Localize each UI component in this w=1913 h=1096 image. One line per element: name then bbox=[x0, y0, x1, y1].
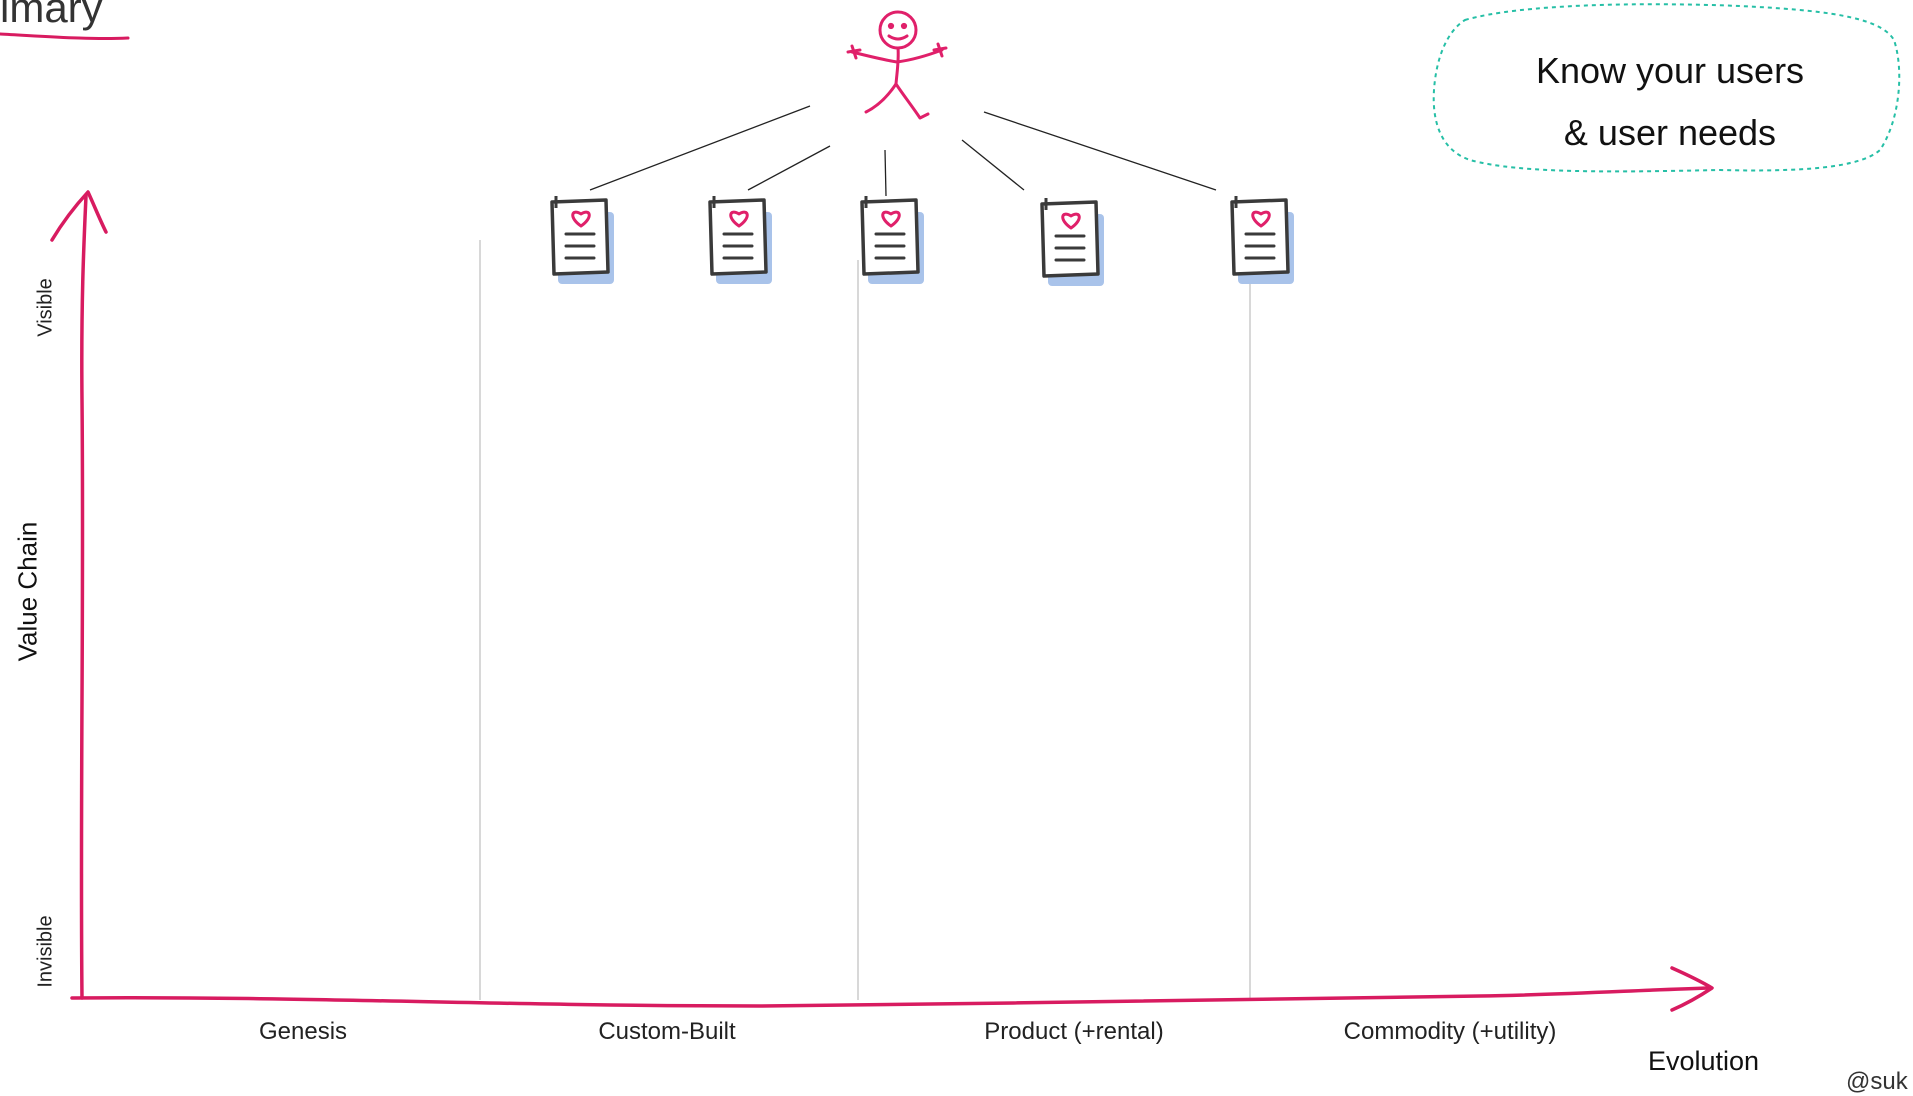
stage-label-custom-built: Custom-Built bbox=[598, 1018, 736, 1045]
user-need-card-icon bbox=[550, 196, 614, 284]
x-axis-title: Evolution bbox=[1648, 1046, 1760, 1076]
note-line-1: Know your users bbox=[1535, 50, 1805, 91]
user-need-card-icon bbox=[860, 196, 924, 284]
stage-label-product: Product (+rental) bbox=[984, 1018, 1164, 1045]
page-title-fragment: imary bbox=[0, 0, 103, 31]
stick-figure-icon bbox=[846, 10, 948, 120]
y-axis-bottom-label: Invisible bbox=[34, 915, 57, 988]
x-axis-arrowhead bbox=[1670, 966, 1714, 1012]
note-line-2: & user needs bbox=[1563, 112, 1777, 153]
user-need-card-icon bbox=[1230, 196, 1294, 284]
y-axis-title: Value Chain bbox=[12, 521, 43, 662]
y-axis-arrowhead bbox=[50, 190, 108, 242]
x-axis-line bbox=[70, 986, 1712, 1008]
y-axis-top-label: Visible bbox=[34, 278, 57, 337]
title-underline bbox=[0, 32, 130, 41]
stage-label-genesis: Genesis bbox=[258, 1018, 348, 1045]
note-text: Know your users & user needs bbox=[1450, 40, 1890, 164]
user-need-card-icon bbox=[1040, 198, 1104, 286]
stage-label-commodity: Commodity (+utility) bbox=[1343, 1018, 1557, 1045]
user-needs bbox=[550, 196, 1294, 286]
user-need-card-icon bbox=[708, 196, 772, 284]
corner-credit: @suk bbox=[1846, 1068, 1908, 1095]
y-axis-line bbox=[79, 194, 88, 1000]
need-connectors bbox=[589, 105, 1217, 197]
